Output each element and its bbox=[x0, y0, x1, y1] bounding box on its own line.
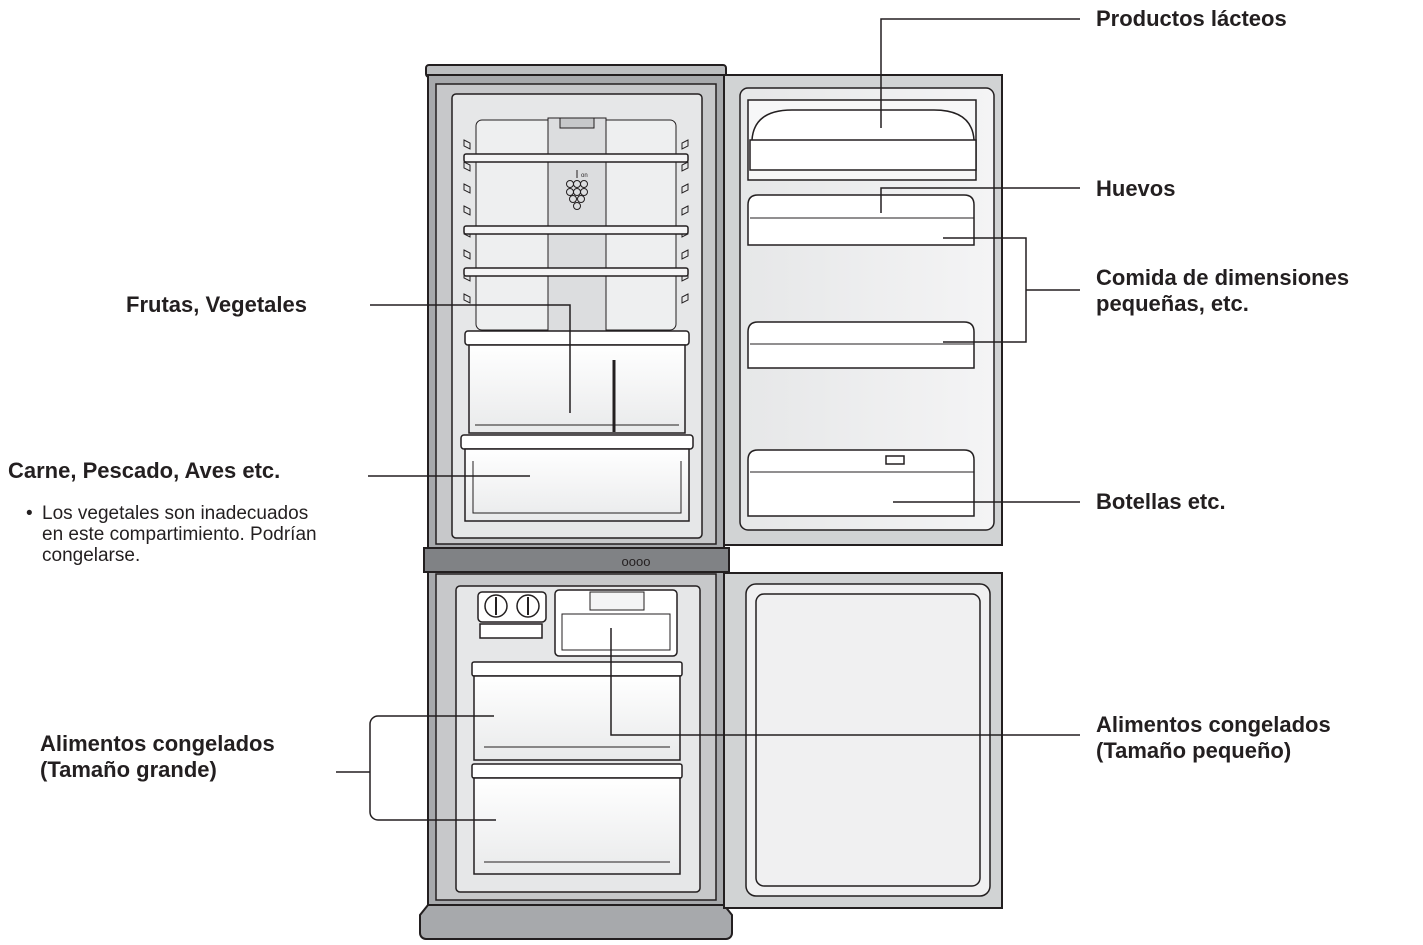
note-line-3: congelarse. bbox=[42, 545, 141, 566]
leader-lines bbox=[336, 18, 1080, 821]
leader-frozen-small bbox=[610, 628, 1080, 736]
leader-frozen-large bbox=[336, 715, 496, 821]
label-eggs: Huevos bbox=[1096, 176, 1176, 201]
label-dairy: Productos lácteos bbox=[1096, 6, 1287, 31]
vegetables-warning-note: • Los vegetales son inadecuados en este … bbox=[26, 503, 317, 566]
label-frozen-large-line2: (Tamaño grande) bbox=[40, 757, 217, 782]
upper-freezer-drawer bbox=[471, 661, 683, 761]
leader-eggs bbox=[880, 187, 1080, 213]
lower-freezer-drawer bbox=[471, 763, 683, 875]
note-bullet: • bbox=[26, 503, 33, 524]
leader-fruits bbox=[370, 304, 571, 413]
label-meat-fish: Carne, Pescado, Aves etc. bbox=[8, 458, 281, 483]
label-small-food-line2: pequeñas, etc. bbox=[1096, 291, 1249, 316]
egg-pocket bbox=[747, 194, 975, 246]
freezer-door bbox=[723, 572, 1003, 909]
chilled-drawer bbox=[460, 434, 694, 522]
fridge-door bbox=[723, 74, 1003, 546]
label-bottles: Botellas etc. bbox=[1096, 489, 1226, 514]
label-fruits-vegetables: Frutas, Vegetales bbox=[126, 292, 307, 317]
label-small-food-line1: Comida de dimensiones bbox=[1096, 265, 1350, 290]
label-frozen-large-line1: Alimentos congelados bbox=[40, 731, 275, 756]
leader-dairy bbox=[880, 18, 1080, 128]
label-frozen-small-line2: (Tamaño pequeño) bbox=[1096, 738, 1292, 763]
grape-ion-icon: on bbox=[566, 170, 588, 210]
glass-shelves bbox=[463, 153, 689, 277]
control-strip bbox=[423, 547, 730, 573]
dairy-compartment bbox=[747, 99, 977, 181]
ice-maker-knobs bbox=[477, 591, 547, 639]
label-frozen-small-line1: Alimentos congelados bbox=[1096, 712, 1331, 737]
svg-text:on: on bbox=[581, 173, 588, 179]
crisper-drawer bbox=[464, 330, 690, 434]
small-freezer-tray bbox=[554, 589, 678, 657]
cabinet-base bbox=[419, 904, 733, 940]
control-panel-dots: oooo bbox=[622, 554, 651, 569]
middle-pocket bbox=[747, 321, 975, 369]
note-line-2: en este compartimiento. Podrían bbox=[42, 524, 317, 545]
bottle-pocket bbox=[747, 449, 975, 517]
leader-small-food bbox=[943, 237, 1080, 343]
fridge-cabinet: on oooo bbox=[419, 64, 733, 940]
note-line-1: Los vegetales son inadecuados bbox=[42, 503, 309, 524]
